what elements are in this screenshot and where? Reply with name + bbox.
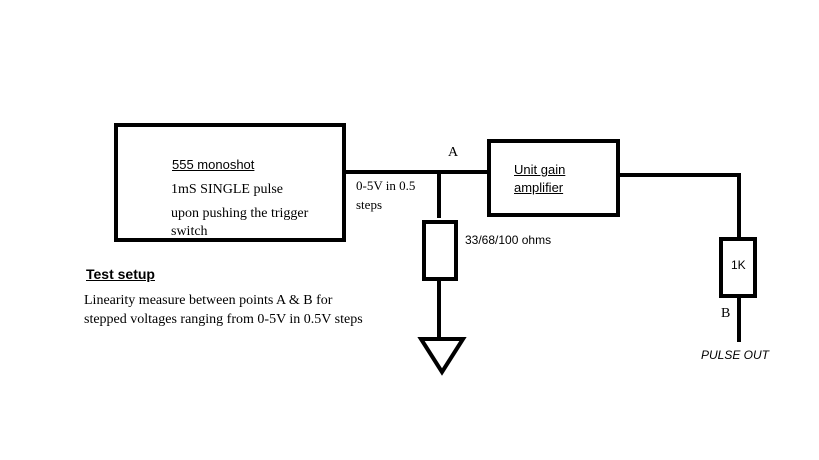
monoshot-line-1: 1mS SINGLE pulse bbox=[171, 182, 283, 197]
monoshot-line-3: switch bbox=[171, 224, 208, 239]
ground-symbol bbox=[417, 337, 467, 376]
amplifier-block bbox=[487, 139, 620, 217]
setup-line-2: stepped voltages ranging from 0-5V in 0.… bbox=[84, 312, 363, 327]
monoshot-block bbox=[114, 123, 346, 242]
input-voltage-label: 0-5V in 0.5 bbox=[356, 178, 416, 193]
wire-amplifier-to-output bbox=[620, 173, 741, 239]
pulse-out-label: PULSE OUT bbox=[701, 348, 770, 362]
output-resistor-label: 1K bbox=[731, 258, 746, 272]
amplifier-line-2: amplifier bbox=[514, 180, 564, 195]
setup-line-1: Linearity measure between points A & B f… bbox=[84, 293, 333, 308]
monoshot-line-2: upon pushing the trigger bbox=[171, 206, 309, 221]
monoshot-title: 555 monoshot bbox=[172, 157, 255, 172]
node-b-label: B bbox=[721, 306, 731, 321]
amplifier-line-1: Unit gain bbox=[514, 162, 566, 177]
load-resistor-label: 33/68/100 ohms bbox=[465, 233, 552, 247]
node-a-label: A bbox=[448, 145, 459, 160]
input-steps-label: steps bbox=[356, 197, 382, 212]
load-resistor bbox=[422, 220, 458, 281]
setup-heading: Test setup bbox=[86, 266, 155, 282]
